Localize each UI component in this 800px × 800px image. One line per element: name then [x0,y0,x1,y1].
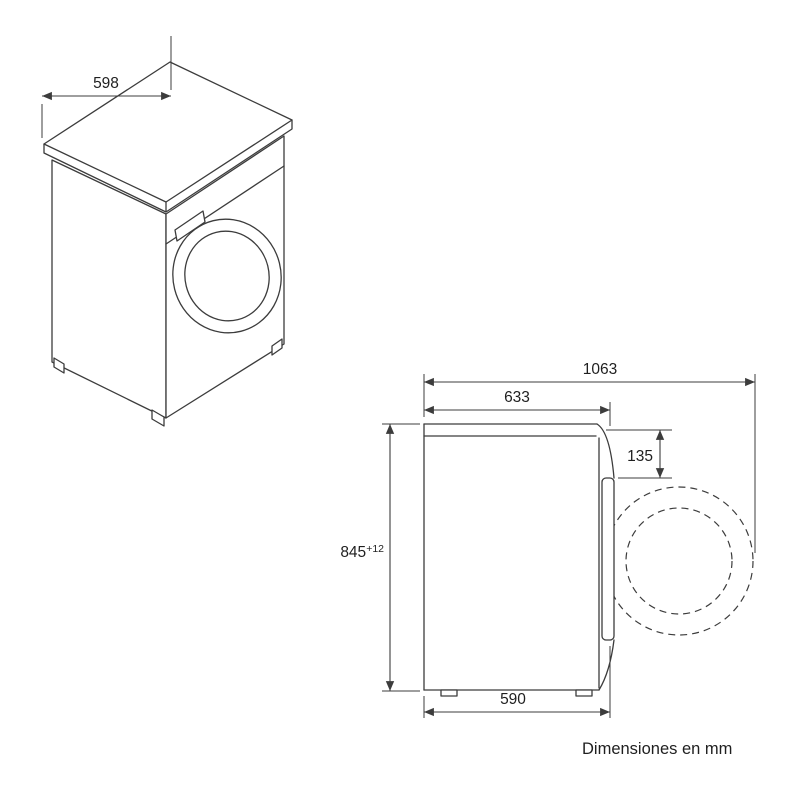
dim-total-depth-label: 1063 [583,361,617,378]
side-foot-back [440,689,458,697]
dim-base-depth: 590 [423,646,611,718]
door-swing-outer-circle [604,486,754,636]
side-door-profile [601,477,615,641]
dim-door-offset-label: 135 [627,448,653,465]
dim-height-label: 845+12 [340,543,384,561]
side-facia-bottom-curve [598,639,615,691]
dim-width-label: 598 [93,75,119,92]
foot-right [271,338,283,356]
isometric-view: 598 [41,36,293,427]
door-swing-inner-circle [625,507,733,615]
cabinet-side-face [51,159,167,419]
side-facia-top-curve [596,423,615,479]
side-foot-front [575,689,593,697]
dim-total-depth: 1063 [423,361,756,553]
foot-front [151,409,165,427]
dim-base-depth-label: 590 [500,691,526,708]
dim-height: 845+12 [340,423,420,692]
dim-depth-with-door: 633 [424,389,611,426]
dim-width: 598 [41,36,172,138]
door-glass [184,230,270,322]
units-note: Dimensiones en mm [582,740,732,758]
side-profile-view: 1063 633 135 845+12 [340,361,756,718]
dim-height-tolerance: +12 [366,543,384,555]
dim-height-value: 845 [340,544,366,561]
worktop-slab-edges [43,119,293,213]
dim-door-offset: 135 [606,429,672,479]
detergent-drawer [174,210,206,242]
porthole-door [172,218,282,334]
foot-left [53,357,65,374]
dim-depth-with-door-label: 633 [504,389,530,406]
